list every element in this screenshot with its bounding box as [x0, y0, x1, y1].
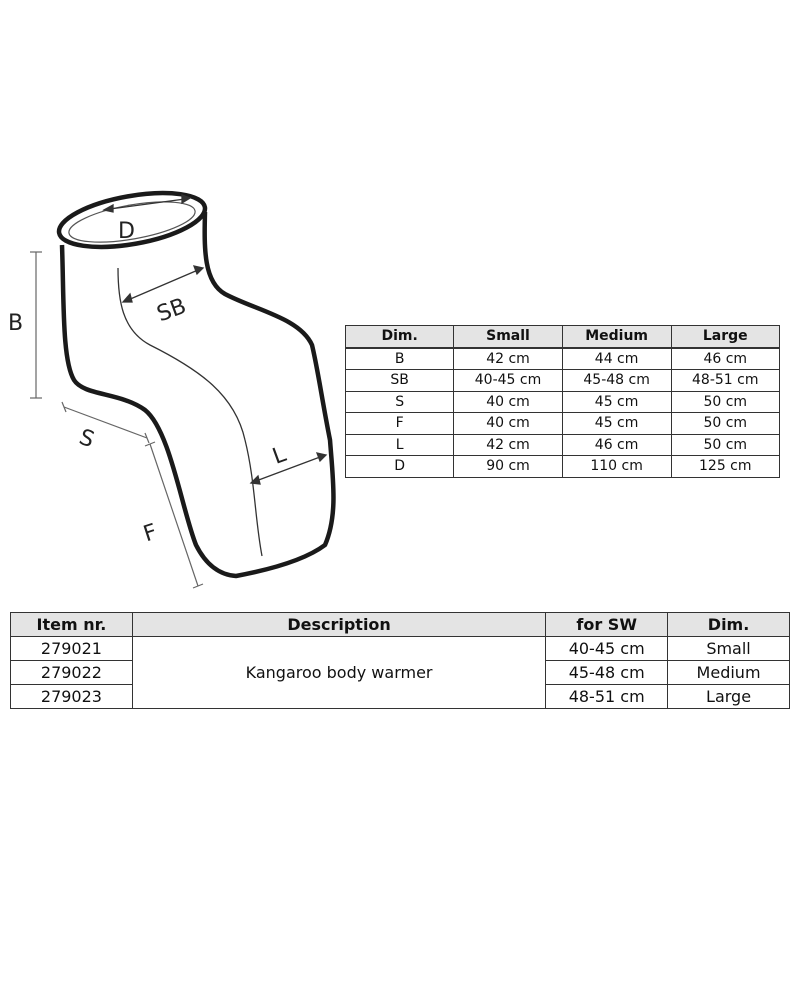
- medium-cell: 44 cm: [561, 346, 672, 370]
- opening-inner-ellipse: [68, 201, 196, 243]
- dim-cell: B: [344, 346, 455, 370]
- header-dim: Dim.: [344, 325, 455, 348]
- f-measure-line: [144, 441, 204, 589]
- item-row-279021: 279021 Kangaroo body warmer 40-45 cm Sma…: [10, 636, 790, 709]
- small-cell: 40-45 cm: [453, 369, 563, 392]
- medium-cell: 110 cm: [561, 455, 672, 478]
- dimensions-row-s: S 40 cm 45 cm 50 cm: [344, 390, 781, 413]
- header-for-sw: for SW: [545, 612, 669, 637]
- label-f: F: [141, 520, 161, 548]
- small-cell: 42 cm: [453, 433, 563, 456]
- body-warmer-outline: [59, 211, 336, 579]
- dimensions-row-l: L 42 cm 46 cm 50 cm: [344, 433, 781, 456]
- header-small: Small: [453, 325, 563, 348]
- small-cell: 40 cm: [453, 412, 563, 435]
- dim-cell: F: [344, 412, 455, 435]
- dimensions-row-f: F 40 cm 45 cm 50 cm: [344, 412, 781, 435]
- small-cell: 90 cm: [453, 455, 563, 478]
- dimensions-row-sb: SB 40-45 cm 45-48 cm 48-51 cm: [344, 369, 781, 392]
- dim-cell: Medium: [667, 660, 790, 685]
- small-cell: 42 cm: [453, 346, 563, 370]
- s-measure-line: [61, 401, 150, 444]
- dim-cell: Large: [667, 684, 790, 709]
- large-cell: 50 cm: [670, 390, 781, 413]
- opening-outer-ellipse: [56, 190, 208, 250]
- dim-cell: S: [344, 390, 455, 413]
- item-number-cell: 279021: [10, 636, 133, 661]
- small-cell: 40 cm: [453, 390, 563, 413]
- medium-cell: 45 cm: [561, 390, 672, 413]
- for-sw-cell: 40-45 cm: [545, 636, 669, 661]
- large-cell: 48-51 cm: [670, 369, 781, 392]
- header-description: Description: [131, 612, 547, 637]
- seam-line: [117, 267, 263, 557]
- dimensions-row-d: D 90 cm 110 cm 125 cm: [344, 455, 781, 478]
- dimensions-table: Dim. Small Medium Large B 42 cm 44 cm 46…: [344, 325, 781, 478]
- l-measure-arrow: [249, 452, 328, 485]
- for-sw-cell: 48-51 cm: [545, 684, 669, 709]
- dimensions-header-row: Dim. Small Medium Large: [344, 325, 781, 348]
- dim-cell: Small: [667, 636, 790, 661]
- description-cell: Kangaroo body warmer: [131, 636, 547, 709]
- d-measure-arrow: [102, 194, 192, 213]
- item-row-279022: 279022 45-48 cm Medium: [10, 660, 790, 685]
- medium-cell: 45 cm: [561, 412, 672, 435]
- item-number-cell: 279022: [10, 660, 133, 685]
- sb-measure-arrow: [121, 265, 205, 303]
- large-cell: 50 cm: [670, 412, 781, 435]
- item-number-cell: 279023: [10, 684, 133, 709]
- items-header-row: Item nr. Description for SW Dim.: [10, 612, 790, 637]
- header-large: Large: [670, 325, 781, 348]
- large-cell: 50 cm: [670, 433, 781, 456]
- b-measure-line: [30, 251, 42, 399]
- body-warmer-diagram: D SB B S F L: [8, 190, 336, 589]
- dim-cell: L: [344, 433, 455, 456]
- dim-cell: D: [344, 455, 455, 478]
- label-d: D: [118, 219, 135, 244]
- label-s: S: [76, 425, 98, 453]
- header-item-nr: Item nr.: [10, 612, 133, 637]
- large-cell: 125 cm: [670, 455, 781, 478]
- items-table: Item nr. Description for SW Dim. 279021 …: [10, 612, 790, 709]
- medium-cell: 45-48 cm: [561, 369, 672, 392]
- dim-cell: SB: [344, 369, 455, 392]
- label-b: B: [8, 311, 23, 336]
- header-dim: Dim.: [667, 612, 790, 637]
- medium-cell: 46 cm: [561, 433, 672, 456]
- header-medium: Medium: [561, 325, 672, 348]
- for-sw-cell: 45-48 cm: [545, 660, 669, 685]
- item-row-279023: 279023 48-51 cm Large: [10, 684, 790, 709]
- dimensions-row-b: B 42 cm 44 cm 46 cm: [344, 346, 781, 370]
- large-cell: 46 cm: [670, 346, 781, 370]
